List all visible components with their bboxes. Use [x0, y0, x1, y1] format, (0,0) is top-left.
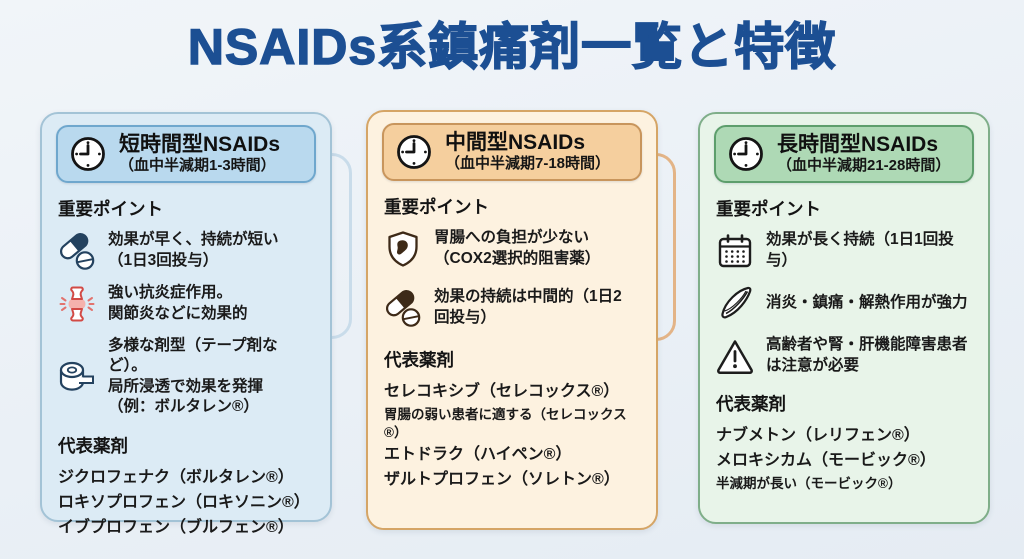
card-subtitle: （血中半減期7-18時間）	[445, 155, 611, 173]
drugs-heading: 代表薬剤	[716, 393, 786, 414]
point-text: 高齢者や腎・肝機能障害患者 は注意が必要	[766, 336, 968, 374]
joint-inflammation-icon	[56, 284, 98, 324]
clock-icon	[726, 134, 766, 174]
card-title: 中間型NSAIDs	[445, 131, 586, 154]
card-subtitle: （血中半減期21-28時間）	[777, 157, 951, 175]
card-header-text: 長時間型NSAIDs （血中半減期21-28時間）	[777, 133, 950, 175]
points-heading: 重要ポイント	[716, 199, 821, 220]
drug-name: セレコキシブ（セレコックス®）	[384, 382, 620, 400]
card-header-text: 中間型NSAIDs （血中半減期7-18時間）	[445, 131, 610, 173]
drug-name: ザルトプロフェン（ソレトン®）	[384, 471, 620, 489]
capsule-icon	[56, 230, 98, 271]
point-text: 効果の持続は中間的（1日2 回投与）	[434, 288, 622, 326]
drug-name: ナブメトン（レリフェン®）	[716, 426, 920, 444]
clock-icon	[394, 132, 434, 172]
tape-roll-icon	[56, 357, 98, 397]
drug-name: ジクロフェナク（ボルタレン®）	[58, 468, 294, 486]
drug-name: メロキシカム（モービック®）	[716, 452, 936, 470]
calendar-icon	[714, 231, 756, 271]
drugs-heading: 代表薬剤	[58, 435, 128, 456]
points-list: 胃腸への負担が少ない （COX2選択的阻害薬） 効果の持続は中間的（1日2 回投…	[382, 228, 642, 328]
drugs-heading: 代表薬剤	[384, 349, 454, 370]
card-intermediate-nsaids: 中間型NSAIDs （血中半減期7-18時間） 重要ポイント 胃腸への負担が少な…	[366, 110, 658, 530]
drug-name: エトドラク（ハイペン®）	[384, 446, 572, 464]
point-text: 胃腸への負担が少ない （COX2選択的阻害薬）	[434, 229, 601, 267]
card-title: 短時間型NSAIDs	[119, 133, 281, 156]
drug-name: イブプロフェン（ブルフェン®）	[58, 518, 294, 536]
card-subtitle: （血中半減期1-3時間）	[119, 157, 276, 175]
list-item: 効果が長く持続（1日1回投 与）	[714, 230, 974, 271]
card-header: 短時間型NSAIDs （血中半減期1-3時間）	[56, 125, 316, 184]
list-item: 効果の持続は中間的（1日2 回投与）	[382, 287, 642, 328]
capsule-icon	[382, 287, 424, 328]
list-item: 多様な剤型（テープ剤など）。 局所浸透で効果を発揮 （例：ボルタレン®）	[56, 336, 316, 418]
point-text: 強い抗炎症作用。 関節炎などに効果的	[108, 284, 248, 322]
card-title: 長時間型NSAIDs	[777, 133, 939, 156]
drug-name: ロキソプロフェン（ロキソニン®）	[58, 493, 310, 511]
list-item: 強い抗炎症作用。 関節炎などに効果的	[56, 283, 316, 324]
point-text: 消炎・鎮痛・解熱作用が強力	[766, 293, 968, 311]
card-short-acting-nsaids: 短時間型NSAIDs （血中半減期1-3時間） 重要ポイント 効果が早く、持続が…	[40, 112, 332, 536]
points-heading: 重要ポイント	[384, 197, 489, 218]
clock-icon	[68, 134, 108, 174]
card-header: 中間型NSAIDs （血中半減期7-18時間）	[382, 123, 642, 182]
list-item: 効果が早く、持続が短い （1日3回投与）	[56, 230, 316, 271]
points-heading: 重要ポイント	[58, 199, 163, 220]
drug-note: 胃腸の弱い患者に適する（セレコックス®）	[384, 407, 627, 440]
points-list: 効果が長く持続（1日1回投 与） 消炎・鎮痛・解熱作用が強力 高齢者や腎・肝機能…	[714, 230, 974, 376]
drugs-list: ナブメトン（レリフェン®） メロキシカム（モービック®） 半減期が長い（モービッ…	[714, 425, 974, 493]
points-list: 効果が早く、持続が短い （1日3回投与） 強い抗炎症作用。 関節炎などに効果的 …	[56, 230, 316, 418]
card-long-acting-nsaids: 長時間型NSAIDs （血中半減期21-28時間） 重要ポイント 効果が長く持続…	[698, 112, 990, 524]
card-header: 長時間型NSAIDs （血中半減期21-28時間）	[714, 125, 974, 184]
page-title: NSAIDs系鎮痛剤一覧と特徴	[187, 19, 837, 75]
warning-icon	[714, 336, 756, 376]
list-item: 胃腸への負担が少ない （COX2選択的阻害薬）	[382, 228, 642, 269]
point-text: 効果が長く持続（1日1回投 与）	[766, 231, 954, 269]
list-item: 消炎・鎮痛・解熱作用が強力	[714, 283, 974, 323]
card-header-text: 短時間型NSAIDs （血中半減期1-3時間）	[119, 133, 280, 175]
list-item: 高齢者や腎・肝機能障害患者 は注意が必要	[714, 335, 974, 376]
drugs-list: セレコキシブ（セレコックス®） 胃腸の弱い患者に適する（セレコックス®） エトド…	[382, 381, 642, 491]
point-text: 多様な剤型（テープ剤など）。 局所浸透で効果を発揮 （例：ボルタレン®）	[108, 336, 278, 416]
drugs-list: ジクロフェナク（ボルタレン®） ロキソプロフェン（ロキソニン®） イブプロフェン…	[56, 467, 316, 539]
drug-note: 半減期が長い（モービック®）	[716, 476, 902, 492]
point-text: 効果が早く、持続が短い （1日3回投与）	[108, 231, 279, 269]
leaf-icon	[714, 283, 756, 323]
stomach-shield-icon	[382, 229, 424, 269]
